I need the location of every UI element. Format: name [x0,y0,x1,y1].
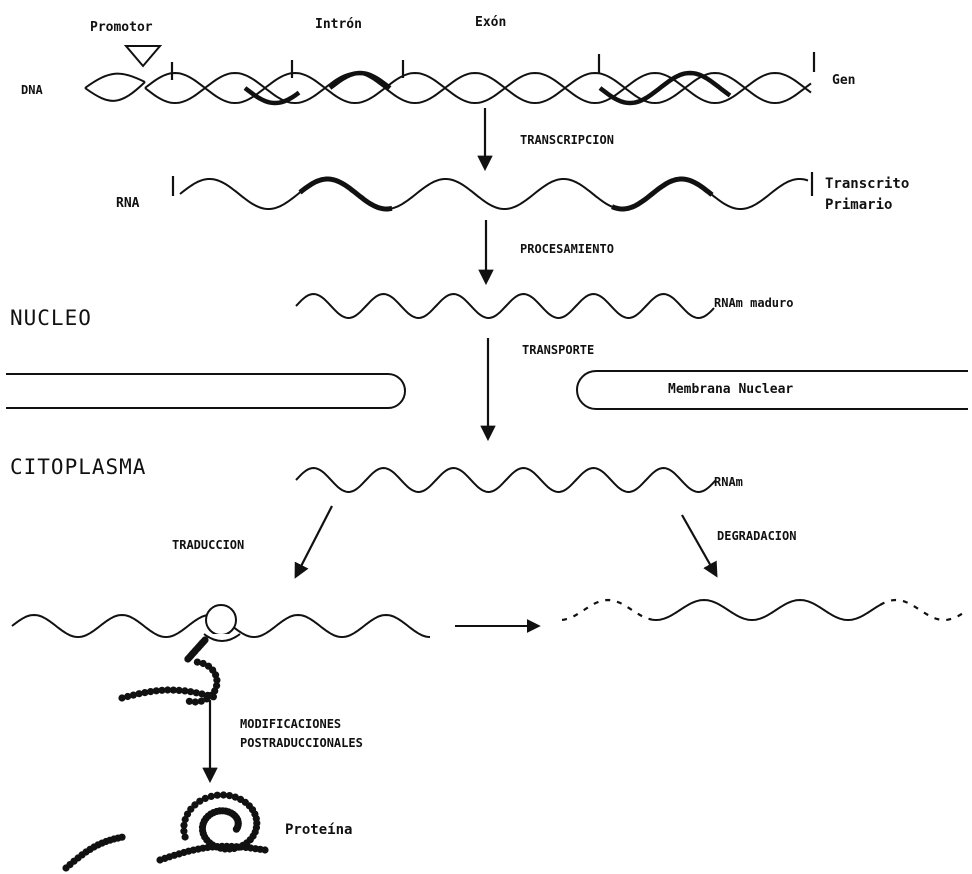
mature-mrna-wave [295,292,715,320]
amino-acid-bead [225,792,234,800]
amino-acid-bead [209,693,217,701]
dna-strand-segment [144,71,812,105]
amino-acid-bead [147,688,155,696]
degradation-arrow [681,514,718,578]
dna-boundary-markers [170,52,816,80]
processing-label: PROCESAMIENTO [520,242,614,256]
amino-acid-bead [158,686,166,694]
mature-mrna-label: RNAm maduro [714,296,794,310]
amino-acid-bead [199,659,207,668]
protein-label: Proteína [285,822,353,838]
amino-acid-bead [191,698,199,706]
amino-acid-bead [135,690,143,698]
amino-acid-bead [164,686,172,694]
nucleus-label: NUCLEO [10,306,92,330]
transcription-label: TRANSCRIPCION [520,133,614,147]
translation-label: TRADUCCION [172,538,245,552]
amino-acid-bead [180,827,188,835]
amino-acid-bead [191,801,199,809]
amino-acid-bead [204,691,212,700]
amino-acid-bead [141,689,149,697]
amino-acid-bead [185,697,193,705]
amino-acid-bead [192,689,200,697]
gene-label: Gen [832,73,856,88]
amino-acid-bead [181,833,189,841]
promoter-triangle [123,45,163,68]
amino-acid-bead [207,792,215,801]
amino-acid-bead [201,794,209,803]
rna-label: RNA [116,196,140,211]
dna-strand-segment [243,86,301,106]
cytoplasm-label: CITOPLASMA [10,455,147,479]
cytoplasm-mrna-wave [295,466,717,494]
transport-label: TRANSPORTE [522,343,595,357]
nascent-polypeptide-chain [118,636,221,706]
amino-acid-bead [118,833,126,841]
amino-acid-bead [213,676,221,684]
promoter-label: Promotor [90,20,153,35]
translation-arrow [294,505,333,579]
amino-acid-bead [213,791,221,799]
amino-acid-bead [169,686,177,694]
dna-strand-segment [598,70,732,106]
folded-protein-chain [62,791,269,872]
cytoplasm-mrna-label: RNAm [714,475,743,489]
amino-acid-bead [196,797,204,805]
nuclear-membrane-right [576,370,968,410]
degradation-label: DEGRADACION [717,529,797,543]
intron-label: Intrón [315,17,362,32]
amino-acid-bead [152,687,160,695]
exon-label: Exón [475,15,507,30]
ribosome [203,604,241,642]
degraded-mrna-dashed-left [561,598,653,621]
amino-acid-bead [232,825,240,833]
primary-transcript-label-line-1: Transcrito [825,176,910,192]
degraded-mrna-wave [651,598,881,622]
dna-strand-segment [328,70,392,90]
amino-acid-bead [184,655,192,663]
amino-acid-bead [187,688,195,696]
amino-acid-bead [193,658,201,666]
amino-acid-bead [198,690,206,698]
amino-acid-bead [129,691,137,699]
post-translational-label-line-1: MODIFICACIONES [240,717,342,731]
amino-acid-bead [180,821,188,829]
primary-transcript-exon-2 [611,176,714,212]
primary-transcript-label-line-2: Primario [825,197,893,213]
post-translational-label-line-2: POSTRADUCCIONALES [240,736,363,750]
amino-acid-bead [118,694,126,702]
dna-strand-segment [144,71,812,105]
amino-acid-bead [197,697,205,705]
amino-acid-bead [181,815,189,824]
amino-acid-bead [181,687,189,695]
primary-transcript-exon-1 [298,176,393,212]
amino-acid-bead [219,791,228,799]
dna-helix [84,70,812,106]
dna-label: DNA [21,83,43,97]
nuclear-membrane-label: Membrana Nuclear [668,382,794,397]
amino-acid-bead [261,846,269,854]
primary-transcript-wave [179,178,809,210]
nuclear-membrane-left [6,373,406,409]
amino-acid-bead [175,686,183,695]
degraded-mrna-dashed-right [879,598,967,622]
amino-acid-bead [124,692,132,701]
